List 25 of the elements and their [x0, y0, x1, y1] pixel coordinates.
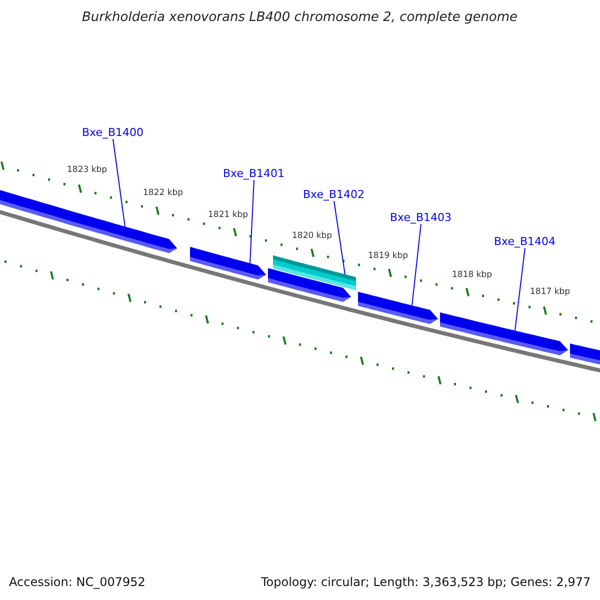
scale-label: 1822 kbp — [143, 189, 184, 198]
gene-label: Bxe_B1402 — [303, 189, 365, 200]
diagram-title: Burkholderia xenovorans LB400 chromosome 2, complete genome — [82, 11, 518, 24]
gene-feature — [440, 312, 568, 356]
leader-line — [112, 138, 126, 228]
gene-feature — [190, 246, 266, 280]
scale-label: 1821 kbp — [208, 211, 248, 220]
scale-label: 1819 kbp — [368, 252, 408, 260]
scale-label: 1817 kbp — [530, 288, 570, 296]
gene-label: Bxe_B1404 — [494, 236, 556, 247]
gene-feature — [358, 292, 438, 324]
leader-line — [334, 200, 346, 275]
genome-stats-text: Topology: circular; Length: 3,363,523 bp; Genes: 2,977 — [261, 576, 591, 588]
scale-label: 1820 kbp — [292, 232, 332, 240]
gene-label: Bxe_B1403 — [390, 212, 452, 223]
gene-label: Bxe_B1400 — [82, 127, 144, 138]
gene-feature — [570, 344, 600, 366]
scale-label: 1823 kbp — [67, 166, 108, 174]
leader-line — [250, 180, 254, 264]
gene-feature — [268, 268, 351, 302]
gene-label: Bxe_B1401 — [223, 168, 285, 179]
leader-line — [412, 224, 422, 306]
leader-line — [514, 248, 526, 332]
scale-label: 1818 kbp — [452, 271, 492, 280]
accession-text: Accession: NC_007952 — [9, 576, 146, 588]
